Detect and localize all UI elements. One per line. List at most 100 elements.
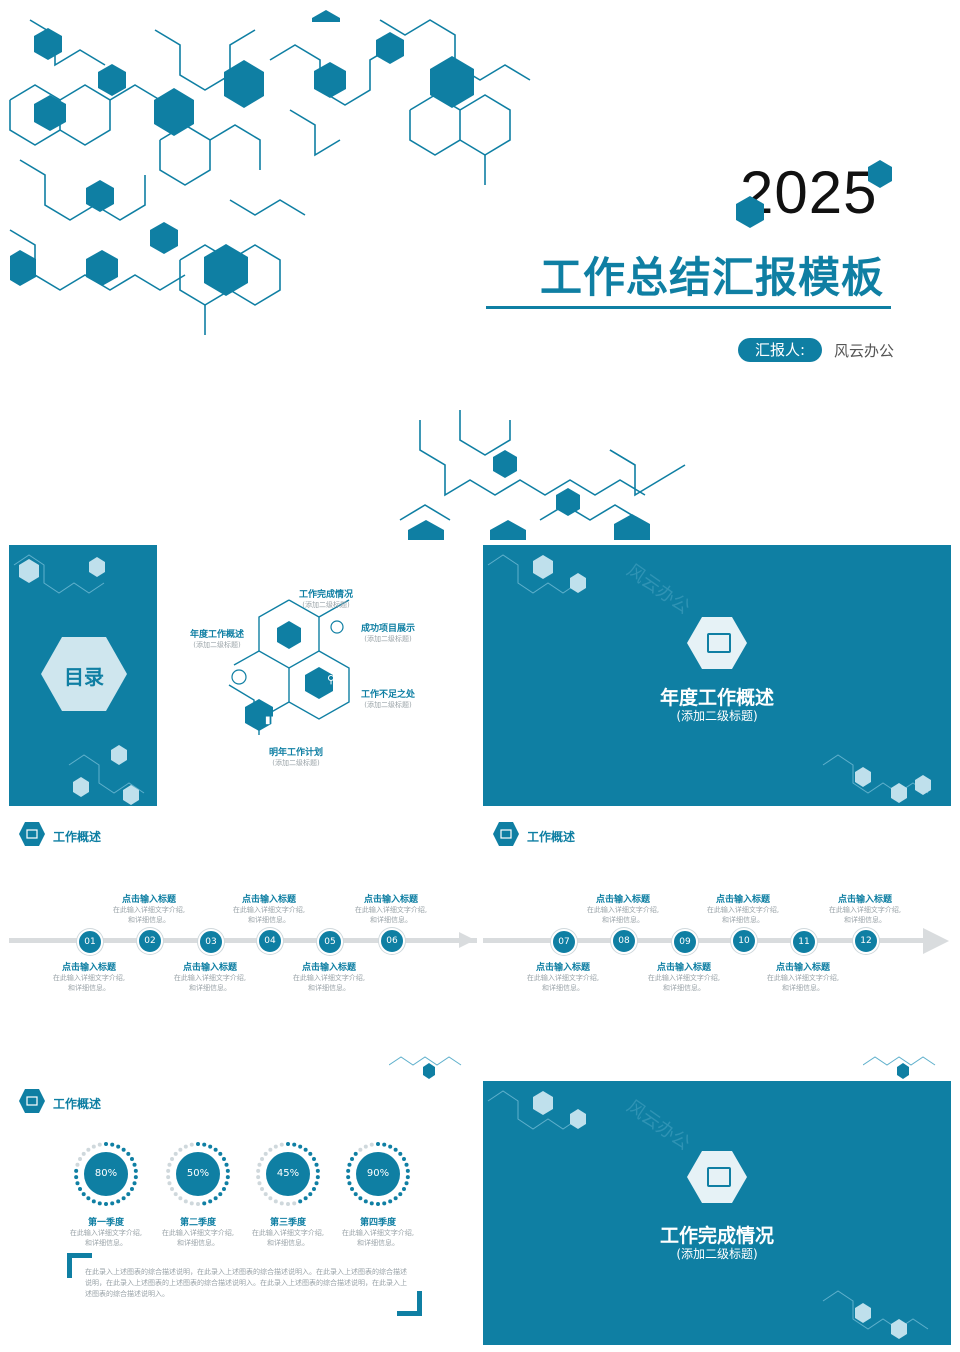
reporter-label: 汇报人: [738,338,822,362]
progress-dot [388,1199,393,1204]
timeline-node-number[interactable]: 04 [257,928,283,954]
quarter-title: 第三季度 [269,1218,306,1228]
toc-item-3[interactable]: 成功项目展示 (添加二级标题) [343,621,433,644]
timeline-node-number[interactable]: 08 [611,928,637,954]
progress-dot [303,1196,308,1201]
toc-sidebar-pattern [13,554,145,805]
quarter-desc: 和详细信息。 [85,1239,127,1247]
progress-dot [256,1168,261,1173]
timeline-node-title: 点击输入标题 [241,895,296,905]
progress-dot [166,1175,171,1180]
progress-dot [104,1142,108,1146]
toc-item-title: 工作不足之处 [360,690,415,700]
progress-dot [273,1144,278,1149]
quarter-desc: 和详细信息。 [267,1239,309,1247]
progress-dot [298,1199,303,1204]
timeline-node-number[interactable]: 02 [137,928,163,954]
timeline-node-number[interactable]: 01 [77,929,103,955]
quarter-title: 第二季度 [179,1218,216,1228]
quarter-text: 第二季度在此输入详细文字介绍,和详细信息。 [148,1215,248,1248]
section-header: 工作概述 [53,1097,102,1111]
timeline-node-number[interactable]: 12 [853,928,879,954]
toc-item-2[interactable]: 年度工作概述 (添加二级标题) [177,627,257,650]
progress-dot [393,1147,398,1152]
timeline-node-text: 点击输入标题在此输入详细文字介绍,和详细信息。 [39,960,139,993]
timeline-line [483,938,933,943]
progress-dot [347,1181,352,1186]
progress-dot [170,1187,175,1191]
progress-dot [121,1147,126,1152]
progress-dot [74,1168,79,1173]
progress-dot [363,1199,368,1204]
header-hexagon-icon [19,1089,45,1113]
timeline-node-number[interactable]: 05 [317,929,343,955]
timeline-node-text: 点击输入标题在此输入详细文字介绍,和详细信息。 [513,960,613,993]
progress-dot [376,1142,380,1146]
timeline-node-number[interactable]: 03 [198,929,224,955]
timeline-node-number[interactable]: 09 [672,929,698,955]
timeline-node-number[interactable]: 06 [379,928,405,954]
progress-dot [110,1142,115,1147]
toc-item-sub: (添加二级标题) [193,641,241,649]
quarters-slide: 工作概述 80%第一季度在此输入详细文字介绍,和详细信息。50%第二季度在此输入… [9,1045,471,1345]
progress-dot [81,1151,86,1156]
progress-dot [257,1181,262,1186]
quarter-title: 第一季度 [87,1218,124,1228]
progress-dot [196,1142,200,1146]
progress-dot [298,1144,303,1149]
progress-dot [315,1168,320,1173]
toc-item-title: 年度工作概述 [189,630,244,640]
toc-item-5[interactable]: 明年工作计划 (添加二级标题) [251,745,341,768]
timeline-node-desc: 和详细信息。 [602,916,644,924]
progress-dot [86,1196,91,1201]
progress-dot [213,1147,218,1152]
progress-dot [353,1192,358,1197]
progress-dot [75,1181,80,1186]
progress-dot [404,1162,409,1167]
section-header: 工作概述 [53,830,102,844]
section2-sub: (添加二级标题) [676,1247,758,1261]
timeline-node-number[interactable]: 11 [791,929,817,955]
title-underline [486,306,891,309]
progress-dot [173,1192,178,1197]
timeline-node-desc: 在此输入详细文字介绍, [292,974,366,982]
progress-dot [257,1162,262,1167]
progress-dot [129,1187,134,1191]
progress-dot [303,1147,308,1152]
toc-diagram [228,599,350,735]
progress-dot [398,1192,403,1197]
toc-hexagon [41,637,127,711]
quarter-desc: 和详细信息。 [177,1239,219,1247]
progress-dot [74,1175,79,1180]
timeline-node-desc: 在此输入详细文字介绍, [232,906,306,914]
quarter-desc: 在此输入详细文字介绍, [69,1229,143,1237]
progress-dot [129,1157,134,1161]
corner-bracket-top-left [67,1253,92,1278]
progress-dot [363,1144,368,1149]
quarter-desc: 在此输入详细文字介绍, [251,1229,325,1237]
timeline-node-number[interactable]: 07 [551,929,577,955]
toc-item-1[interactable]: 工作完成情况 (添加二级标题) [281,587,371,610]
progress-dot [81,1192,86,1197]
progress-dot [311,1157,316,1161]
progress-dot [401,1187,406,1191]
toc-item-title: 成功项目展示 [360,624,415,634]
progress-dot [358,1196,363,1201]
progress-dot [126,1151,131,1156]
timeline-node-text: 点击输入标题在此输入详细文字介绍,和详细信息。 [219,892,319,925]
toc-item-4[interactable]: 工作不足之处 (添加二级标题) [343,687,433,710]
toc-sidebar: 目录 [9,545,157,806]
progress-dot [279,1142,284,1147]
progress-dot [382,1201,387,1206]
molecule-pattern-decoration [9,10,531,335]
timeline-node-desc: 在此输入详细文字介绍, [647,974,721,982]
quarter-text: 第四季度在此输入详细文字介绍,和详细信息。 [328,1215,428,1248]
timeline-arrow [923,928,949,954]
progress-dot [221,1157,226,1161]
timeline-node-desc: 和详细信息。 [782,984,824,992]
progress-dot [263,1151,268,1156]
progress-dot [121,1196,126,1201]
progress-dot [346,1168,351,1173]
timeline-node-number[interactable]: 10 [731,928,757,954]
section2-area: 风云办公 工作完成情况 (添加二级标题) [483,1045,951,1345]
